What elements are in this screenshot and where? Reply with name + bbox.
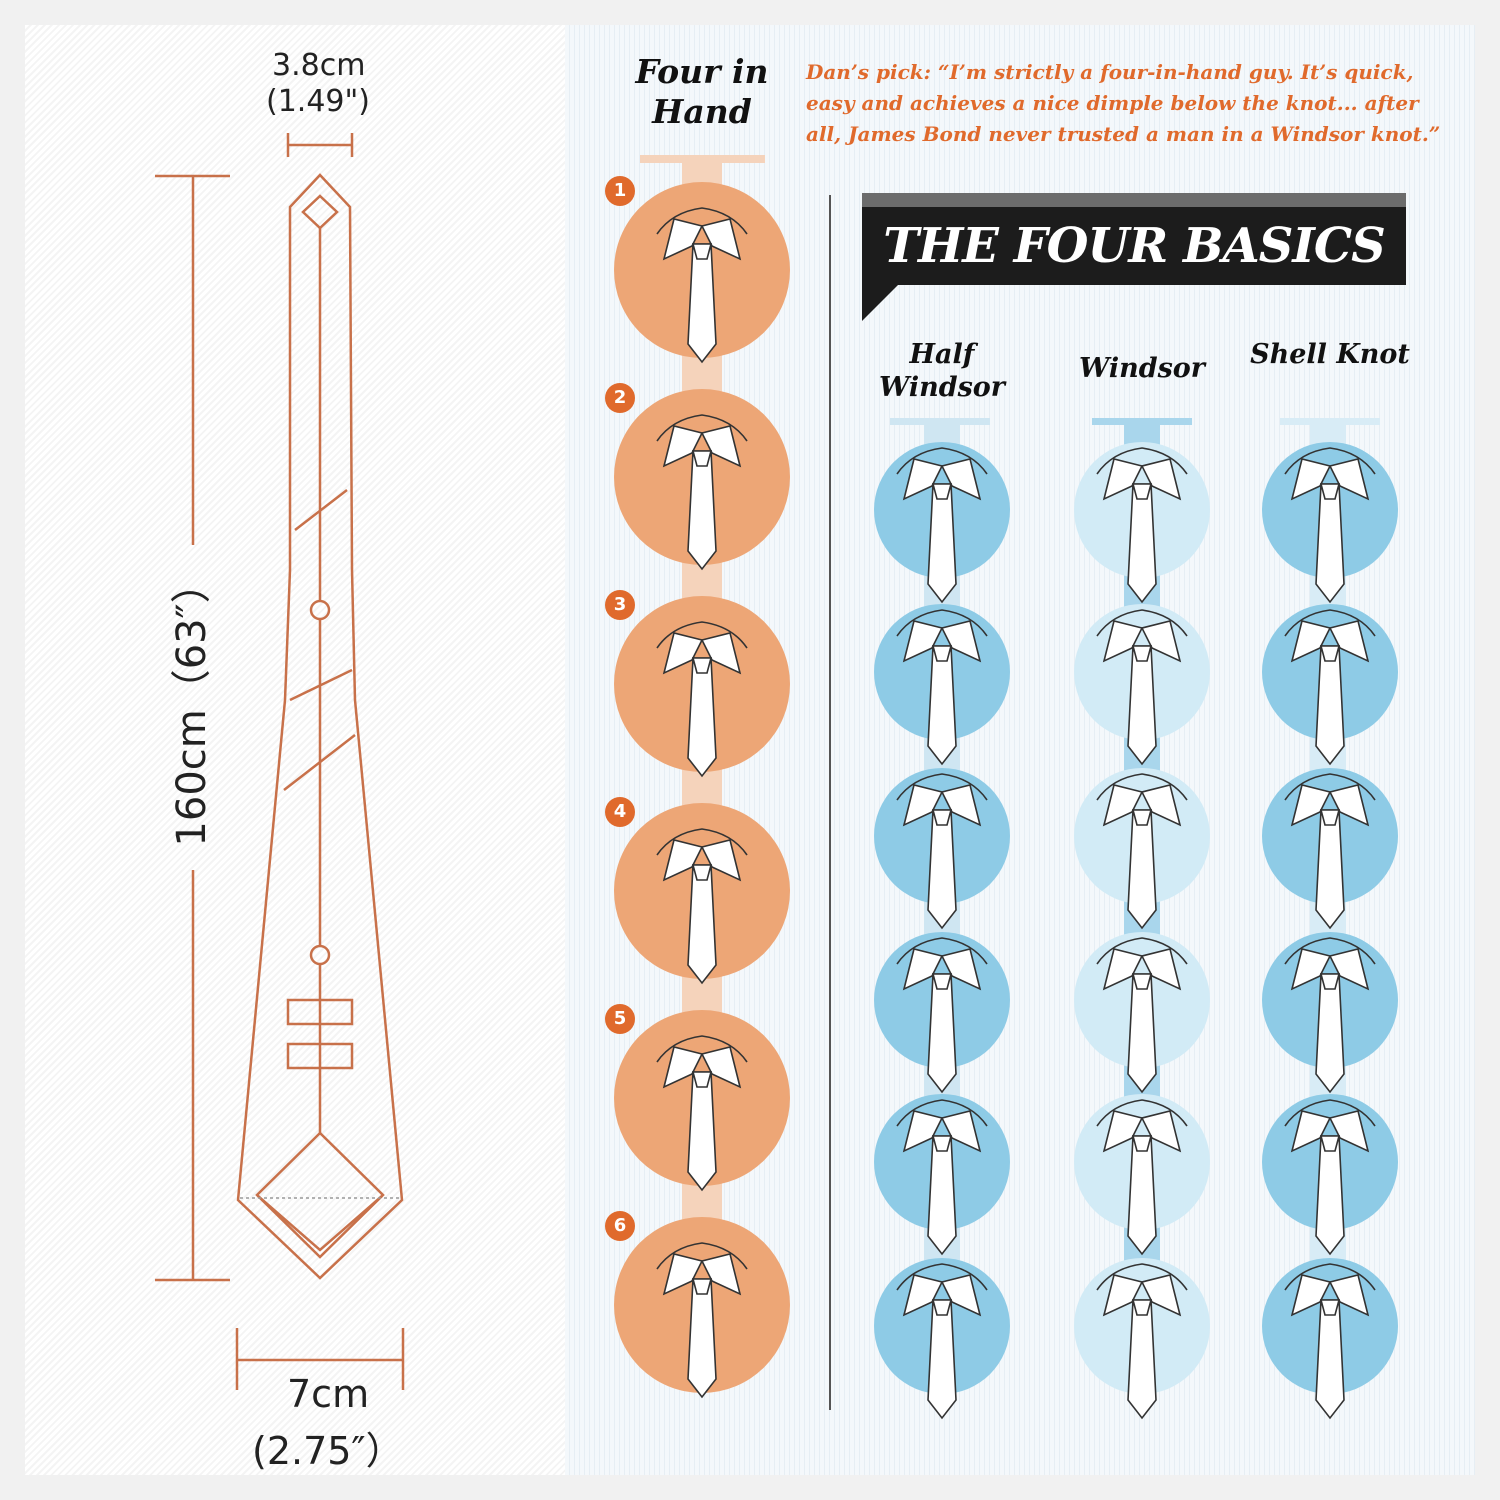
tie-outline [236,173,404,1280]
bottom-width-inch-label: (2.75″） [252,1429,404,1473]
four-in-hand-title: Four in Hand [635,52,769,131]
step-number-4: 4 [605,797,635,827]
shell-knot-title: Shell Knot [1250,339,1410,370]
windsor-title: Windsor [1078,353,1206,384]
top-width-label: 3.8cm [272,48,366,83]
top-width-inch-label: (1.49") [266,84,371,119]
bottom-width-label: 7cm [287,1372,370,1416]
half-windsor-title: Half Windsor [878,339,1006,403]
four-basics-title: THE FOUR BASICS [883,218,1386,274]
dans-pick-quote: Dan’s pick: “I’m strictly a four-in-hand… [806,60,1441,146]
step-number-1: 1 [605,176,635,206]
step-number-2: 2 [605,383,635,413]
bottom-diamond [255,1131,385,1259]
step-number-6: 6 [605,1211,635,1241]
four-basics-banner [862,193,1406,285]
banner-fold [862,285,898,321]
step-number-5: 5 [605,1004,635,1034]
step-number-3: 3 [605,590,635,620]
